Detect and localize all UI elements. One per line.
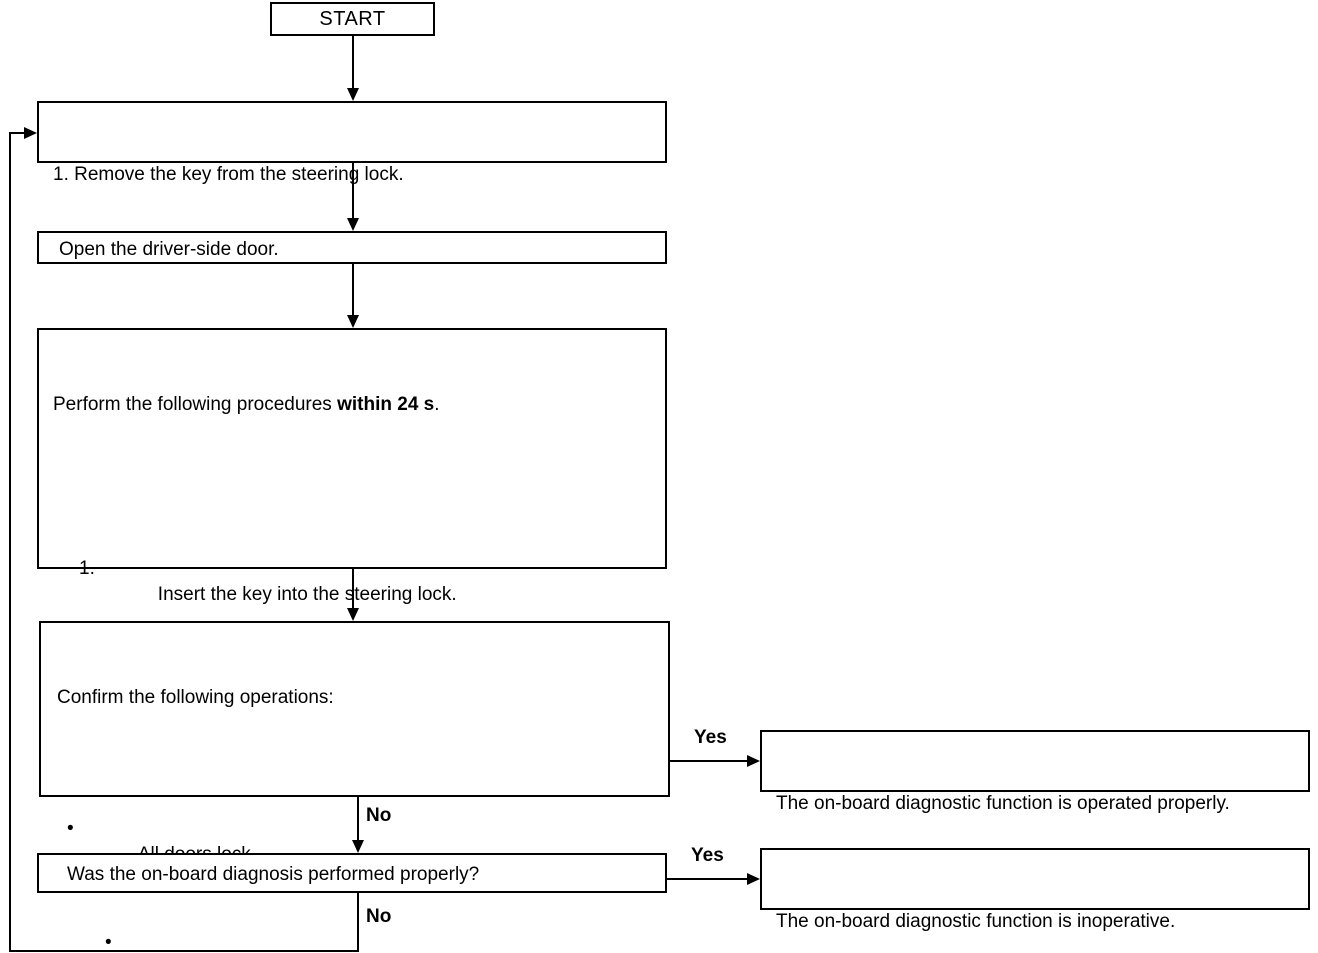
remove-key-line-1: 1. Remove the key from the steering lock…: [53, 164, 404, 185]
node-result-inoperative: The on-board diagnostic function is inop…: [760, 848, 1310, 932]
node-question-diagnosis: Was the on-board diagnosis performed pro…: [37, 853, 667, 893]
question-diagnosis-text: Was the on-board diagnosis performed pro…: [67, 864, 480, 885]
procedures-item-1-marker: 1.: [79, 558, 95, 579]
procedures-header-prefix: Perform the following procedures: [53, 394, 338, 415]
result-inoperative-line-1: The on-board diagnostic function is inop…: [776, 911, 1176, 932]
node-start: START: [270, 2, 435, 36]
node-confirm-operations: Confirm the following operations: •All d…: [39, 621, 670, 953]
arrowhead-remove-to-open: [347, 218, 359, 231]
arrowhead-confirm-no: [352, 840, 364, 853]
open-door-text: Open the driver-side door.: [59, 239, 279, 260]
connector-question-no-loopback: [9, 132, 359, 952]
arrowhead-question-yes: [747, 873, 760, 885]
edge-label-question-yes: Yes: [691, 845, 724, 866]
procedures-item-1: 1. Insert the key into the steering lock.: [79, 556, 665, 634]
arrowhead-loopback-to-remove: [24, 127, 37, 139]
bullet-icon: •: [67, 947, 74, 953]
arrowhead-start-to-remove: [347, 88, 359, 101]
bullet-icon: •: [67, 818, 74, 839]
procedures-item-1-text: Insert the key into the steering lock.: [157, 584, 457, 605]
procedures-header: Perform the following procedures within …: [53, 392, 665, 418]
procedures-sub-bullet: •Turn the ignition switch to the ON posi…: [105, 930, 665, 953]
node-result-operating-properly: The on-board diagnostic function is oper…: [760, 730, 1310, 892]
edge-label-confirm-yes: Yes: [694, 727, 727, 748]
arrowhead-confirm-yes: [747, 755, 760, 767]
arrowhead-open-to-procedures: [347, 315, 359, 328]
node-procedures: Perform the following procedures within …: [37, 328, 667, 953]
confirm-header: Confirm the following operations:: [57, 687, 334, 708]
procedures-header-bold: within 24 s: [337, 394, 435, 415]
node-remove-key: 1. Remove the key from the steering lock…: [37, 101, 667, 263]
arrowhead-procedures-to-confirm: [347, 608, 359, 621]
confirm-bullet-2: •Driver-side door unlocks.: [57, 947, 668, 953]
bullet-icon: •: [105, 932, 112, 953]
edge-label-question-no: No: [366, 906, 392, 927]
procedures-header-suffix: .: [434, 394, 440, 415]
result-ok-line-1: The on-board diagnostic function is oper…: [776, 793, 1230, 814]
node-open-driver-door: Open the driver-side door.: [37, 231, 667, 264]
start-label: START: [319, 7, 386, 30]
edge-label-confirm-no: No: [366, 805, 392, 826]
